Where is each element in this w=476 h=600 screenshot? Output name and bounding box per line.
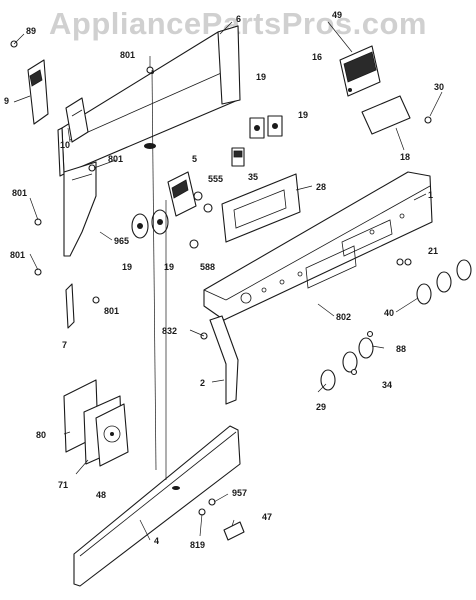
leader-lines (13, 21, 443, 541)
callout-49: 49 (332, 10, 342, 20)
callout-34: 34 (382, 380, 392, 390)
callout-48: 48 (96, 490, 106, 500)
callout-30: 30 (434, 82, 444, 92)
callout-88: 88 (396, 344, 406, 354)
callout-19-c: 19 (122, 262, 132, 272)
callout-16: 16 (312, 52, 322, 62)
callout-5: 5 (192, 154, 197, 164)
callout-957: 957 (232, 488, 247, 498)
callout-71: 71 (58, 480, 68, 490)
part-small-fasteners (198, 498, 245, 541)
callout-89: 89 (26, 26, 36, 36)
callout-802: 802 (336, 312, 351, 322)
callout-801-lower: 801 (10, 250, 25, 260)
callout-19-d: 19 (164, 262, 174, 272)
callout-819: 819 (190, 540, 205, 550)
callout-9: 9 (4, 96, 9, 106)
callout-1: 1 (428, 190, 433, 200)
callout-19-a: 19 (256, 72, 266, 82)
part-side-bracket (63, 161, 97, 329)
callout-29: 29 (316, 402, 326, 412)
part-connector-35 (231, 147, 245, 167)
part-lever (209, 315, 239, 405)
callout-832: 832 (162, 326, 177, 336)
part-back-panel (57, 25, 241, 177)
callout-2: 2 (200, 378, 205, 388)
callout-801-bottom: 801 (104, 306, 119, 316)
callout-35: 35 (248, 172, 258, 182)
callout-801-top: 801 (120, 50, 135, 60)
callout-801-mid: 801 (108, 154, 123, 164)
part-switch-5 (167, 171, 213, 217)
part-screw-30 (424, 116, 432, 124)
callout-18: 18 (400, 152, 410, 162)
callout-19-b: 19 (298, 110, 308, 120)
callout-965: 965 (114, 236, 129, 246)
callout-6: 6 (236, 14, 241, 24)
callout-588: 588 (200, 262, 215, 272)
part-timers (63, 379, 129, 467)
callout-555: 555 (208, 174, 223, 184)
part-switch-pair-lower (131, 209, 169, 239)
callout-10: 10 (60, 140, 70, 150)
callout-21: 21 (428, 246, 438, 256)
part-switch-pair-upper (249, 115, 283, 139)
callout-40: 40 (384, 308, 394, 318)
callout-801-left: 801 (12, 188, 27, 198)
callout-4: 4 (154, 536, 159, 546)
part-control-panel (203, 171, 433, 321)
callout-28: 28 (316, 182, 326, 192)
part-clip (65, 97, 89, 143)
part-knobs (320, 258, 472, 391)
part-display-overlay (221, 173, 301, 243)
callout-7: 7 (62, 340, 67, 350)
callout-80: 80 (36, 430, 46, 440)
part-clip-588 (189, 239, 199, 249)
callout-47: 47 (262, 512, 272, 522)
part-lower-trim (73, 425, 241, 587)
part-plate (361, 95, 411, 135)
part-left-bracket (27, 59, 49, 125)
callout-labels: 89 6 49 16 801 9 30 19 19 10 18 801 5 55… (4, 10, 444, 550)
part-switch-block (339, 45, 381, 97)
